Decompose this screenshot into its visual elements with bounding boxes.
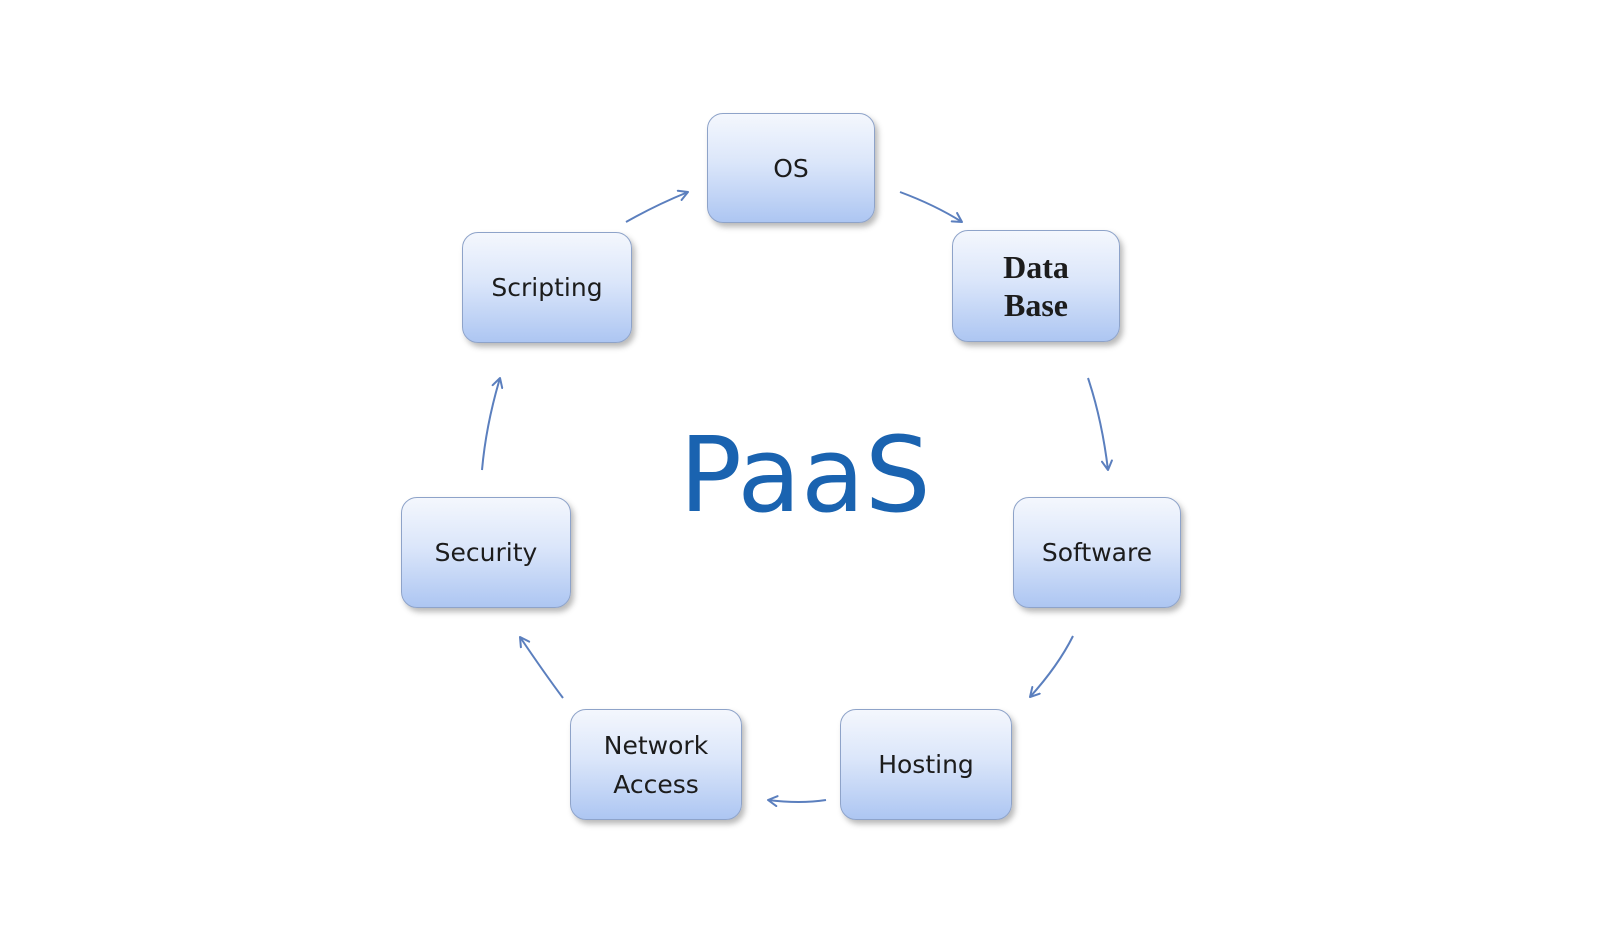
node-os-label: OS xyxy=(773,153,809,183)
arrow-network-access-to-security xyxy=(519,636,564,699)
node-network-access-label-line-2: Access xyxy=(613,769,699,799)
node-software: Software xyxy=(1013,497,1181,608)
node-database-label-line-1: Data xyxy=(1003,249,1069,285)
node-scripting: Scripting xyxy=(462,232,632,343)
arrow-scripting-to-os xyxy=(625,189,689,223)
node-security: Security xyxy=(401,497,571,608)
arrow-database-to-software xyxy=(1087,377,1113,471)
node-security-label: Security xyxy=(434,538,538,567)
node-hosting: Hosting xyxy=(840,709,1012,820)
node-network-access-label-line-1: Network xyxy=(603,730,709,760)
node-hosting-label: Hosting xyxy=(878,750,974,779)
node-network-access: Network Access xyxy=(570,709,742,820)
node-software-label: Software xyxy=(1041,538,1153,567)
center-title-paas: PaaS xyxy=(679,414,931,536)
node-scripting-label: Scripting xyxy=(491,273,603,302)
arrow-hosting-to-network-access xyxy=(767,795,827,808)
node-database: Data Base xyxy=(952,230,1120,342)
arrow-os-to-database xyxy=(899,191,963,223)
node-os: OS xyxy=(707,113,875,223)
arrow-security-to-scripting xyxy=(481,377,504,471)
node-database-label-line-2: Base xyxy=(1004,287,1068,323)
arrow-software-to-hosting xyxy=(1029,635,1074,698)
